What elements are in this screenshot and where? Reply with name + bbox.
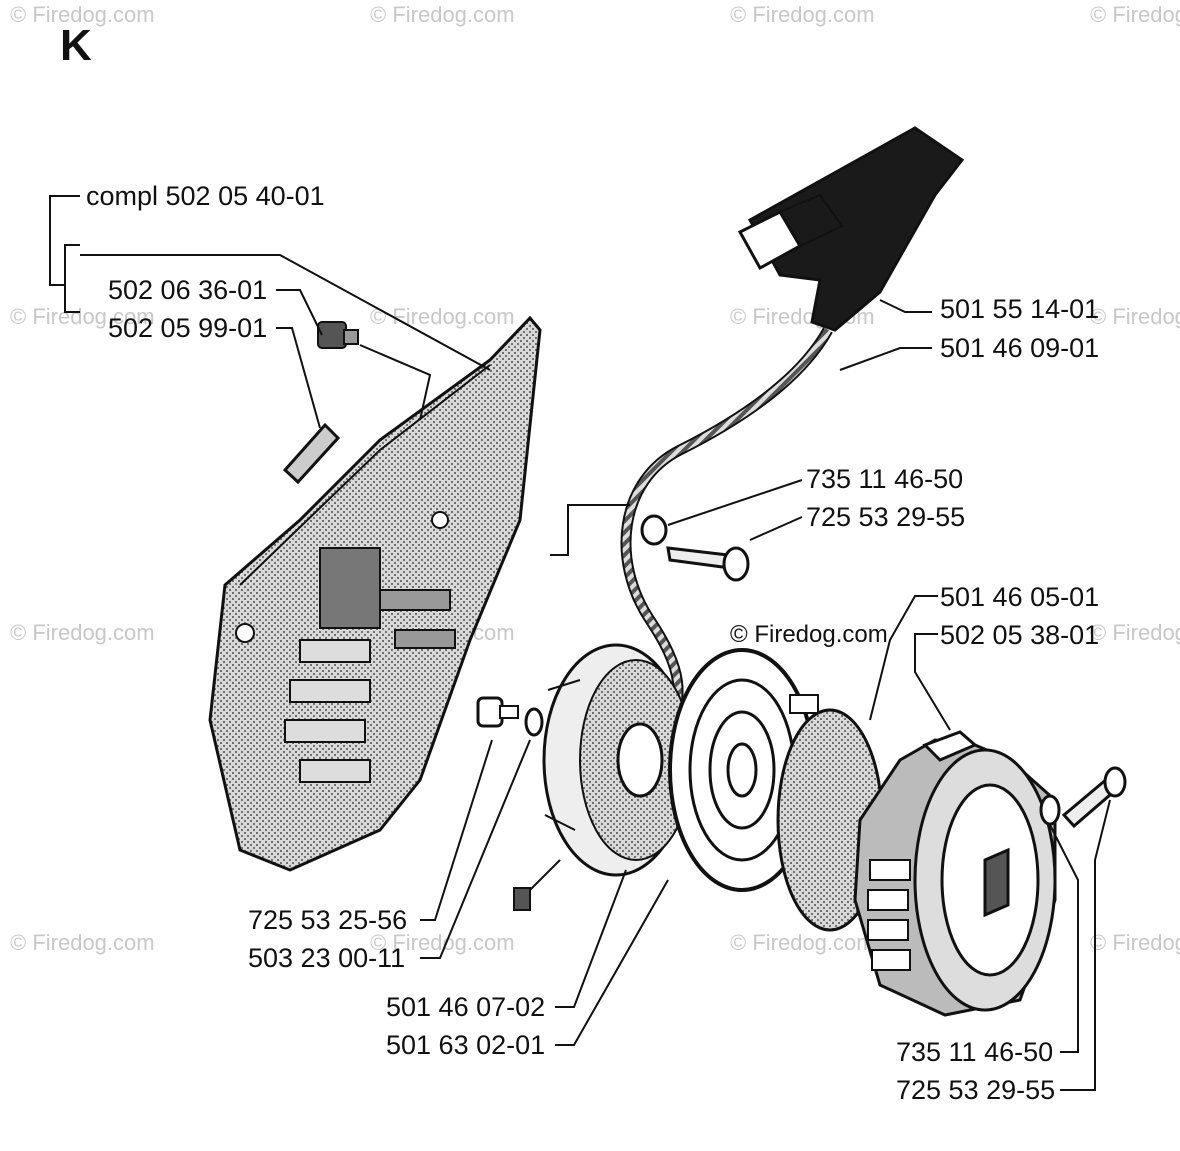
starter-housing <box>853 730 1057 1017</box>
center-credit: © Firedog.com <box>730 621 888 648</box>
watermark-text: © Firedog.com <box>1090 304 1180 329</box>
label-pulley: 501 46 07-02 <box>386 992 545 1022</box>
watermark-text: © Firedog.com <box>10 620 155 645</box>
watermark-text: © Firedog.com <box>10 930 155 955</box>
label-screw-left: 725 53 25-56 <box>248 905 407 935</box>
watermark-text: © Firedog.com <box>10 304 155 329</box>
watermark-text: © Firedog.com <box>730 930 875 955</box>
pulley <box>513 643 693 911</box>
label-spring-cover: 501 46 05-01 <box>940 582 1099 612</box>
label-washer-left: 503 23 00-11 <box>248 943 405 973</box>
leader-lines <box>49 195 1111 1091</box>
part-labels: compl 502 05 40-01 502 06 36-01 502 05 9… <box>86 181 1099 1105</box>
label-assembly: compl 502 05 40-01 <box>86 181 325 211</box>
washer-left <box>524 707 544 737</box>
watermark-text: © Firedog.com <box>1090 2 1180 27</box>
bolt-top <box>666 546 750 582</box>
watermark-text: © Firedog.com <box>1090 620 1180 645</box>
watermark-text: © Firedog.com <box>730 2 875 27</box>
label-cover-screw: 502 06 36-01 <box>108 275 267 305</box>
cover-screw <box>317 321 359 349</box>
washer-bottom <box>1039 794 1061 826</box>
watermark-text: © Firedog.com <box>10 2 155 27</box>
label-washer-top: 735 11 46-50 <box>806 464 963 494</box>
watermark-text: © Firedog.com <box>370 2 515 27</box>
screw-left <box>476 696 519 728</box>
label-bolt-top: 725 53 29-55 <box>806 502 965 532</box>
starter-handle <box>737 126 965 332</box>
cover-pin <box>282 422 341 485</box>
label-washer-bottom: 735 11 46-50 <box>896 1037 1053 1067</box>
label-recoil-spring: 501 63 02-01 <box>386 1030 545 1060</box>
label-starter-housing: 502 05 38-01 <box>940 620 1099 650</box>
section-letter: K <box>60 21 92 70</box>
watermark-text: © Firedog.com <box>1090 930 1180 955</box>
label-rope: 501 46 09-01 <box>940 333 1099 363</box>
fan-cover <box>208 315 542 872</box>
bolt-bottom <box>1061 766 1127 829</box>
label-bolt-bottom: 725 53 29-55 <box>896 1075 1055 1105</box>
label-handle: 501 55 14-01 <box>940 294 1099 324</box>
label-cover-pin: 502 05 99-01 <box>108 313 267 343</box>
washer-top <box>640 514 668 546</box>
